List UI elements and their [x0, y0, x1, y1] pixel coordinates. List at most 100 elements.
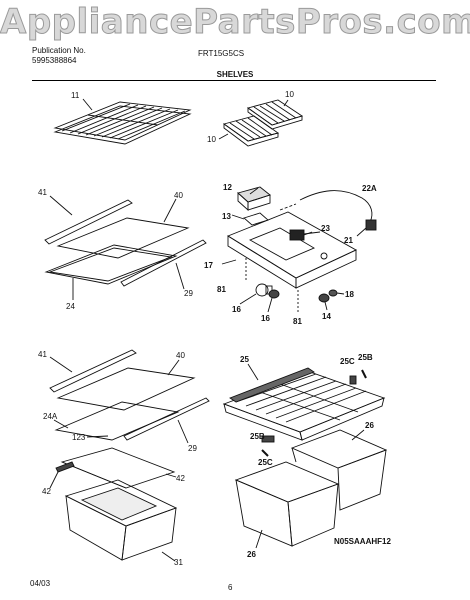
leader-29a: [175, 262, 185, 290]
shelf-trim-rear-1: [120, 239, 207, 287]
screws: [245, 258, 299, 312]
page-number: 6: [228, 583, 233, 592]
callout-12: 12: [223, 183, 232, 192]
leader-42a: [165, 473, 177, 478]
leader-29b: [177, 419, 189, 444]
callout-81a: 81: [217, 285, 226, 294]
leader-16b: [267, 297, 273, 313]
callout-21: 21: [344, 236, 353, 245]
callout-22a: 22A: [362, 184, 377, 193]
publication-label: Publication No.: [32, 46, 86, 55]
leader-41b: [49, 356, 73, 373]
cover-support-clip-left: [261, 435, 275, 443]
callout-25c: 25C: [340, 357, 355, 366]
model-number: FRT15G5CS: [198, 49, 245, 58]
wire-shelf: [53, 101, 192, 145]
callout-10a: 10: [285, 90, 294, 99]
drawer-cover: [60, 447, 176, 489]
leader-17: [221, 259, 237, 265]
drawer-slide: [55, 461, 75, 473]
crisper-pan-right-rear: [290, 429, 388, 511]
footer-date: 04/03: [30, 579, 51, 588]
leader-21: [356, 227, 367, 237]
cover-frame-hatch: [229, 367, 315, 403]
callout-25b: 25B: [358, 353, 373, 362]
leader-40a: [163, 198, 177, 223]
callout-41a: 41: [38, 188, 47, 197]
leader-13: [231, 214, 245, 220]
drawing-code: N05SAAAHF12: [334, 537, 391, 546]
thermostat: [289, 229, 313, 241]
ice-tray-upper: [246, 99, 304, 130]
leader-12: [249, 187, 259, 195]
light-socket: [268, 289, 280, 299]
callout-41b: 41: [38, 350, 47, 359]
wire-harness: [279, 190, 373, 223]
publication-number: 5995388864: [32, 56, 77, 65]
leader-18: [336, 292, 345, 295]
callout-16b: 16: [261, 314, 270, 323]
shelf-trim-front-2: [49, 349, 137, 393]
callout-18: 18: [345, 290, 354, 299]
glass-shelf-2: [56, 367, 196, 411]
leader-10b: [218, 133, 229, 140]
callout-123: 123: [72, 433, 86, 442]
connector: [365, 219, 377, 231]
leader-14: [324, 301, 328, 311]
callout-24a: 24A: [43, 412, 58, 421]
watermark: AppliancePartsPros.com: [0, 2, 470, 43]
leader-11: [82, 98, 93, 111]
leader-31: [161, 551, 176, 562]
control-knob: [237, 186, 271, 212]
leader-26b: [255, 529, 263, 549]
cover-screw-left: [261, 449, 269, 457]
callout-26b: 26: [247, 550, 256, 559]
callout-42b: 42: [42, 487, 51, 496]
leader-42b: [49, 471, 59, 489]
leader-10a: [283, 99, 289, 107]
crisper-pan-right-front: [234, 461, 340, 547]
callout-16a: 16: [232, 305, 241, 314]
crisper-pan-left: [64, 479, 178, 561]
callout-42a: 42: [176, 474, 185, 483]
callout-40b: 40: [176, 351, 185, 360]
callout-31: 31: [174, 558, 183, 567]
cover-support-clip-right: [349, 375, 357, 385]
callout-29b: 29: [188, 444, 197, 453]
callout-23: 23: [321, 224, 330, 233]
leader-24a: [53, 419, 69, 429]
callout-25: 25: [240, 355, 249, 364]
leader-26a: [351, 429, 365, 441]
shelf-frame-1: [44, 244, 178, 285]
header-rule: [32, 80, 436, 81]
callout-26a: 26: [365, 421, 374, 430]
leader-123: [86, 435, 109, 438]
leader-41a: [49, 195, 73, 216]
callout-25b-2: 25B: [250, 432, 265, 441]
crisper-cover: [222, 371, 386, 441]
damper-part: [318, 293, 330, 303]
shelf-trim-rear-2: [123, 397, 210, 441]
section-title: SHELVES: [216, 70, 254, 79]
callout-40a: 40: [174, 191, 183, 200]
callout-14: 14: [322, 312, 331, 321]
control-housing: [227, 211, 357, 289]
leader-16a: [239, 293, 257, 305]
callout-10b: 10: [207, 135, 216, 144]
callout-13: 13: [222, 212, 231, 221]
callout-29a: 29: [184, 289, 193, 298]
callout-25c-2: 25C: [258, 458, 273, 467]
leader-25: [247, 363, 259, 381]
cover-screw-right: [361, 369, 367, 379]
callout-11: 11: [71, 91, 80, 100]
control-bracket: [243, 212, 269, 226]
shelf-trim-front-1: [44, 199, 133, 245]
callout-17: 17: [204, 261, 213, 270]
leader-40b: [167, 359, 180, 376]
callout-24: 24: [66, 302, 75, 311]
callout-81b: 81: [293, 317, 302, 326]
ice-tray-lower: [222, 115, 280, 147]
bulb-cap: [328, 289, 338, 297]
leader-23: [303, 231, 321, 235]
